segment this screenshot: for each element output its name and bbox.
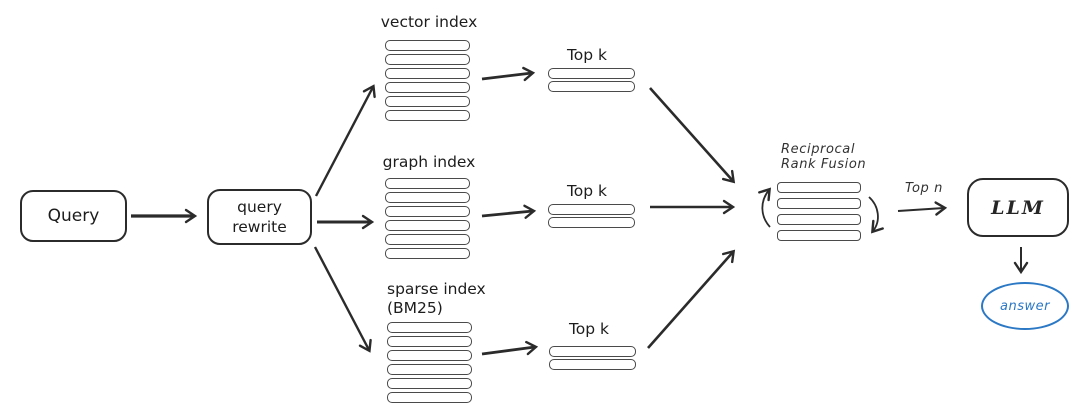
llm-node-label: LLM	[991, 196, 1045, 219]
document-bar	[387, 364, 472, 375]
document-bar	[385, 54, 470, 65]
fusion-cycle-right-arrow	[868, 196, 884, 234]
document-bar	[549, 359, 636, 370]
answer-node: answer	[981, 282, 1069, 330]
arrow-vector-topk-to-fusion	[649, 87, 736, 184]
document-bar	[548, 204, 635, 215]
arrow-graph-index-to-topk	[481, 204, 537, 219]
document-bar	[548, 81, 635, 92]
arrow-rewrite-to-vector-index	[314, 84, 376, 197]
document-bar	[387, 392, 472, 403]
document-bar	[385, 248, 470, 259]
document-bar	[777, 182, 861, 193]
document-bar	[548, 217, 635, 228]
fusion-stack	[777, 182, 861, 241]
fusion-label: Reciprocal Rank Fusion	[781, 142, 866, 172]
fusion-cycle-left-arrow	[758, 187, 772, 228]
arrow-vector-index-to-topk	[481, 66, 536, 82]
document-bar	[385, 110, 470, 121]
document-bar	[385, 96, 470, 107]
sparse-topk-label: Top k	[568, 320, 610, 338]
document-bar	[387, 350, 472, 361]
graph-topk-stack	[548, 204, 635, 228]
query-rewrite-node-label: query rewrite	[232, 198, 287, 236]
top-n-label: Top n	[905, 181, 943, 196]
document-bar	[777, 214, 861, 225]
fusion-label-line1: Reciprocal	[781, 142, 856, 157]
document-bar	[385, 82, 470, 93]
query-node: Query	[20, 190, 127, 242]
document-bar	[548, 68, 635, 79]
graph-index-label: graph index	[382, 153, 476, 171]
graph-index-stack	[385, 178, 470, 259]
document-bar	[777, 198, 861, 209]
document-bar	[385, 220, 470, 231]
vector-index-stack	[385, 40, 470, 121]
arrow-fusion-to-llm	[897, 201, 948, 216]
vector-index-label: vector index	[380, 13, 478, 31]
document-bar	[387, 322, 472, 333]
vector-topk-label: Top k	[566, 46, 608, 64]
fusion-label-line2: Rank Fusion	[781, 157, 867, 172]
vector-topk-stack	[548, 68, 635, 92]
document-bar	[385, 234, 470, 245]
sparse-index-label-line2: (BM25)	[387, 299, 443, 317]
document-bar	[385, 206, 470, 217]
llm-node: LLM	[967, 178, 1069, 237]
document-bar	[387, 378, 472, 389]
document-bar	[385, 68, 470, 79]
document-bar	[385, 192, 470, 203]
arrow-sparse-topk-to-fusion	[647, 249, 736, 349]
document-bar	[777, 230, 861, 241]
document-bar	[385, 40, 470, 51]
query-node-label: Query	[47, 206, 100, 226]
document-bar	[387, 336, 472, 347]
query-rewrite-node: query rewrite	[207, 189, 312, 245]
document-bar	[549, 346, 636, 357]
document-bar	[385, 178, 470, 189]
graph-topk-label: Top k	[566, 182, 608, 200]
sparse-index-label: sparse index (BM25)	[387, 280, 517, 318]
sparse-topk-stack	[549, 346, 636, 370]
sparse-index-label-line1: sparse index	[387, 280, 486, 298]
sparse-index-stack	[387, 322, 472, 403]
answer-node-label: answer	[1000, 298, 1050, 314]
arrow-rewrite-to-sparse-index	[313, 246, 372, 353]
arrow-sparse-index-to-topk	[481, 340, 539, 356]
